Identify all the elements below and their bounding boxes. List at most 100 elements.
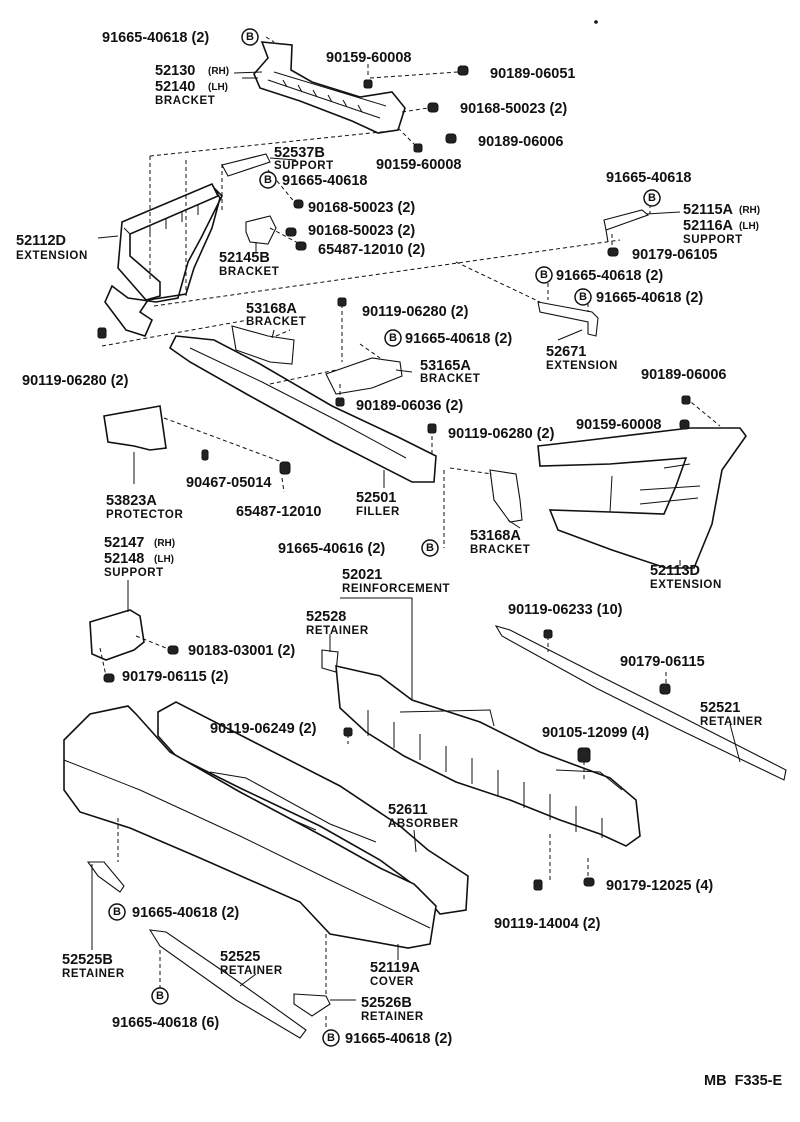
part-number-52113d: 52113D (650, 563, 700, 579)
part-name-52526b: RETAINER (361, 1011, 424, 1023)
part-number-52501: 52501 (356, 490, 396, 506)
hardware-label: 91665-40616 (2) (278, 541, 385, 557)
hardware-label: 90105-12099 (4) (542, 725, 649, 741)
part-name-52021: REINFORCEMENT (342, 583, 450, 595)
part-suffix-52148: (LH) (154, 554, 174, 565)
part-name-52116a: SUPPORT (683, 234, 743, 246)
part-number-52140: 52140 (155, 79, 195, 95)
part-suffix-52115a: (RH) (739, 205, 760, 216)
retainer-52526b-shape (293, 993, 331, 1017)
svg-text:B: B (579, 291, 587, 303)
hardware-label: 91665-40618 (2) (132, 905, 239, 921)
part-number-53823a: 53823A (106, 493, 157, 509)
clip-b-4: B (535, 266, 553, 284)
part-number-52671: 52671 (546, 344, 586, 360)
part-name-52528: RETAINER (306, 625, 369, 637)
part-number-52525b: 52525B (62, 952, 113, 968)
cover-52119a-shape (63, 705, 437, 949)
part-labels: 52130 (RH) 52140 (LH) BRACKET 52537B SUP… (16, 63, 763, 1023)
svg-text:B: B (264, 174, 272, 186)
bracket-53165a-shape (325, 357, 403, 395)
svg-text:B: B (246, 31, 254, 43)
hardware-label: 90179-12025 (4) (606, 878, 713, 894)
retainer-52525-shape (148, 929, 307, 1039)
diagram-code: MB F335-E (704, 1073, 782, 1089)
part-number-52526b: 52526B (361, 995, 412, 1011)
hardware-label: 90183-03001 (2) (188, 643, 295, 659)
hardware-label: 91665-40618 (2) (345, 1031, 452, 1047)
part-suffix-52116a: (LH) (739, 221, 759, 232)
hardware-label: 90168-50023 (2) (308, 223, 415, 239)
bracket-52130-52140-shape (253, 41, 406, 134)
hardware-label: 90119-14004 (2) (494, 916, 601, 932)
part-number-52116a: 52116A (683, 218, 734, 234)
support-52115a-shape (603, 209, 650, 243)
reinforcement-52021-shape (335, 664, 641, 847)
part-number-52145b: 52145B (219, 250, 270, 266)
hardware-label: 90189-06006 (641, 367, 726, 383)
part-name-53165a: BRACKET (420, 373, 480, 385)
part-suffix-52130: (RH) (208, 66, 229, 77)
hardware-label: 90189-06006 (478, 134, 563, 150)
hardware-label: 90159-60008 (376, 157, 461, 173)
support-52537b-shape (221, 153, 271, 177)
clip-b-7: B (421, 539, 439, 557)
extension-52113d-shape (537, 427, 747, 569)
hardware-label: 91665-40618 (2) (405, 331, 512, 347)
part-number-52537b: 52537B (274, 145, 325, 161)
hardware-label: 90119-06249 (2) (210, 721, 317, 737)
absorber-52611-shape (157, 701, 469, 915)
clip-b-2: B (259, 171, 277, 189)
clip-b-3: B (643, 189, 661, 207)
hardware-label: 91665-40618 (2) (596, 290, 703, 306)
clip-b-8: B (108, 903, 126, 921)
bracket-52145b-shape (245, 215, 277, 245)
svg-text:B: B (327, 1032, 335, 1044)
clip-b-6: B (384, 329, 402, 347)
bracket-53168a-mid-shape (489, 469, 523, 523)
hardware-label: 90159-60008 (326, 50, 411, 66)
part-number-53168a-mid: 53168A (470, 528, 521, 544)
hardware-labels: 91665-40618 (2) 90159-60008 90189-06051 … (22, 30, 726, 1047)
hardware-label: 90119-06280 (2) (22, 373, 129, 389)
svg-text:B: B (389, 332, 397, 344)
part-name-52525b: RETAINER (62, 968, 125, 980)
clip-b-10: B (322, 1029, 340, 1047)
part-name-52113d: EXTENSION (650, 579, 722, 591)
svg-text:B: B (156, 990, 164, 1002)
hardware-label: 90168-50023 (2) (460, 101, 567, 117)
svg-text:B: B (648, 192, 656, 204)
hardware-label: 90189-06051 (490, 66, 575, 82)
hardware-label: 91665-40618 (606, 170, 691, 186)
part-name-52611: ABSORBER (388, 818, 459, 830)
svg-text:B: B (426, 542, 434, 554)
clip-symbols: B B B B B B B B B B (108, 28, 661, 1047)
part-name-53823a: PROTECTOR (106, 509, 183, 521)
clip-b-5: B (574, 288, 592, 306)
svg-text:B: B (113, 906, 121, 918)
hardware-label: 90179-06105 (632, 247, 717, 263)
part-number-53168a-top: 53168A (246, 301, 297, 317)
bracket-53168a-top-shape (231, 325, 295, 365)
clip-b-9: B (151, 987, 169, 1005)
part-number-52119a: 52119A (370, 960, 421, 976)
filler-52501-shape (168, 335, 437, 483)
hardware-label: 91665-40618 (2) (556, 268, 663, 284)
hardware-label: 65487-12010 (2) (318, 242, 425, 258)
part-number-52130: 52130 (155, 63, 195, 79)
part-number-52148: 52148 (104, 551, 144, 567)
part-number-52521: 52521 (700, 700, 740, 716)
hardware-label: 90179-06115 (620, 654, 705, 670)
extension-52671-shape (537, 301, 599, 337)
part-name-53168a-mid: BRACKET (470, 544, 530, 556)
part-name-52521: RETAINER (700, 716, 763, 728)
svg-text:B: B (540, 269, 548, 281)
dashed-connectors (99, 36, 721, 1030)
part-name-52145b: BRACKET (219, 266, 279, 278)
part-suffix-52147: (RH) (154, 538, 175, 549)
hardware-label: 90467-05014 (186, 475, 271, 491)
hardware-label: 90119-06233 (10) (508, 602, 623, 618)
hardware-label: 91665-40618 (282, 173, 367, 189)
part-name-52112d: EXTENSION (16, 250, 88, 262)
